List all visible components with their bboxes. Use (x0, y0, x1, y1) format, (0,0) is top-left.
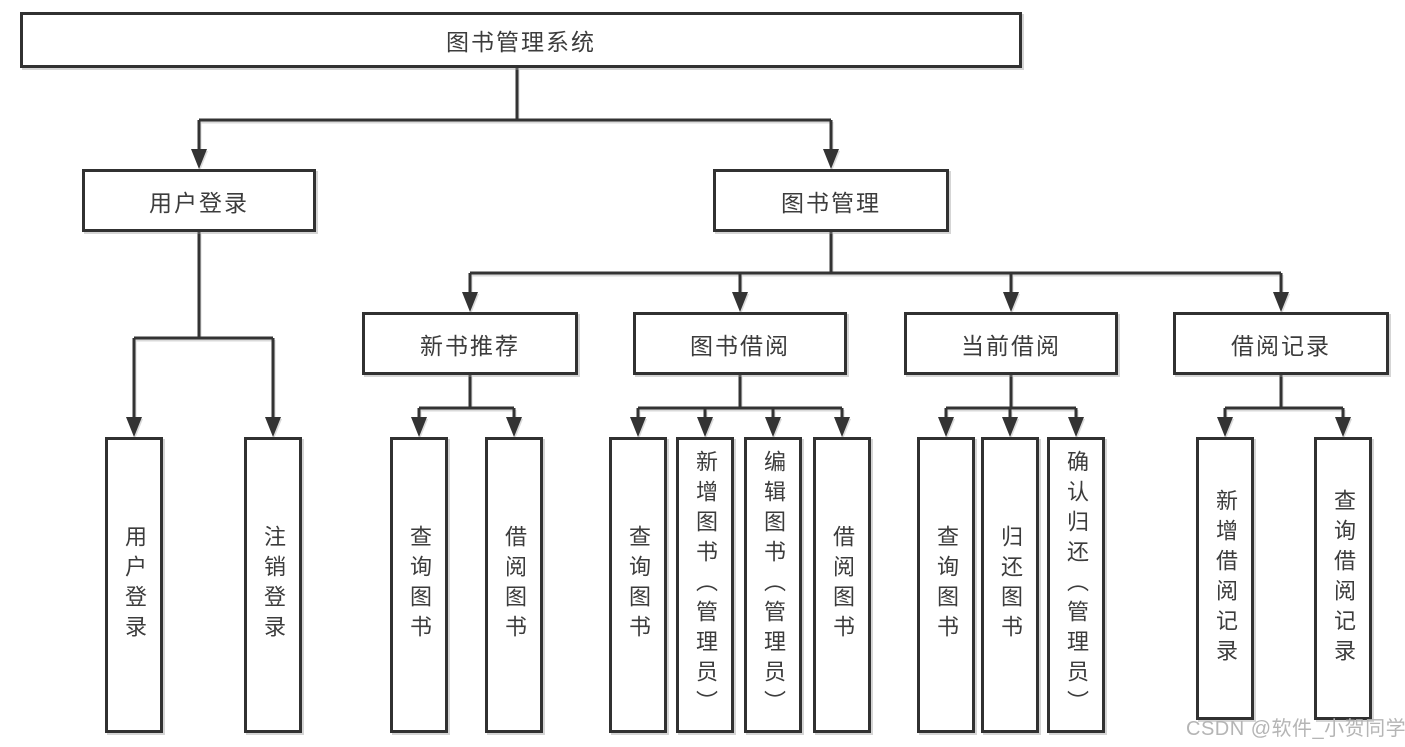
arrow-down-icon (265, 417, 281, 437)
node-library-management-system: 图书管理系统 (20, 12, 1022, 68)
arrow-down-icon (1003, 292, 1019, 312)
arrow-down-icon (834, 417, 850, 437)
arrow-down-icon (411, 417, 427, 437)
connector-user-login-leaves (132, 232, 275, 419)
node-new-book-recommend: 新书推荐 (362, 312, 578, 375)
arrow-down-icon (1217, 417, 1233, 437)
leaf-borrow-books-2: 借阅图书 (813, 437, 871, 733)
arrow-down-icon (1002, 417, 1018, 437)
connector-new-book-leaves (417, 375, 516, 419)
node-book-management: 图书管理 (713, 169, 949, 232)
arrowheads (126, 149, 1351, 437)
arrow-down-icon (1335, 417, 1351, 437)
node-book-borrowing: 图书借阅 (633, 312, 847, 375)
leaf-borrow-books-1: 借阅图书 (485, 437, 543, 733)
connector-book-borrow-leaves (636, 375, 844, 419)
arrow-down-icon (126, 417, 142, 437)
node-current-borrowing: 当前借阅 (904, 312, 1118, 375)
arrow-down-icon (506, 417, 522, 437)
leaf-logout: 注销登录 (244, 437, 302, 733)
leaf-query-books-2: 查询图书 (609, 437, 667, 733)
arrow-down-icon (938, 417, 954, 437)
arrow-down-icon (823, 149, 839, 169)
watermark: CSDN @软件_小贺同学 (1186, 718, 1405, 740)
arrow-down-icon (697, 417, 713, 437)
connector-current-borrow-leaves (944, 375, 1078, 419)
leaf-user-login: 用户登录 (105, 437, 163, 733)
leaf-edit-book-admin: 编辑图书（管理员） (744, 437, 802, 733)
connector-borrow-records-leaves (1223, 375, 1345, 419)
node-user-login: 用户登录 (82, 169, 316, 232)
leaf-add-book-admin: 新增图书（管理员） (676, 437, 734, 733)
arrow-down-icon (1273, 292, 1289, 312)
leaf-query-books-1: 查询图书 (390, 437, 448, 733)
arrow-down-icon (765, 417, 781, 437)
leaf-confirm-return-admin: 确认归还（管理员） (1047, 437, 1105, 733)
arrow-down-icon (462, 292, 478, 312)
connector-book-mgmt-to-level3 (468, 232, 1283, 294)
arrow-down-icon (191, 149, 207, 169)
leaf-query-books-3: 查询图书 (917, 437, 975, 733)
node-borrowing-records: 借阅记录 (1173, 312, 1389, 375)
connector-root-to-level2 (197, 68, 833, 151)
leaf-add-borrow-record: 新增借阅记录 (1196, 437, 1254, 720)
leaf-return-book: 归还图书 (981, 437, 1039, 733)
leaf-query-borrow-record: 查询借阅记录 (1314, 437, 1372, 720)
arrow-down-icon (630, 417, 646, 437)
arrow-down-icon (1068, 417, 1084, 437)
arrow-down-icon (732, 292, 748, 312)
